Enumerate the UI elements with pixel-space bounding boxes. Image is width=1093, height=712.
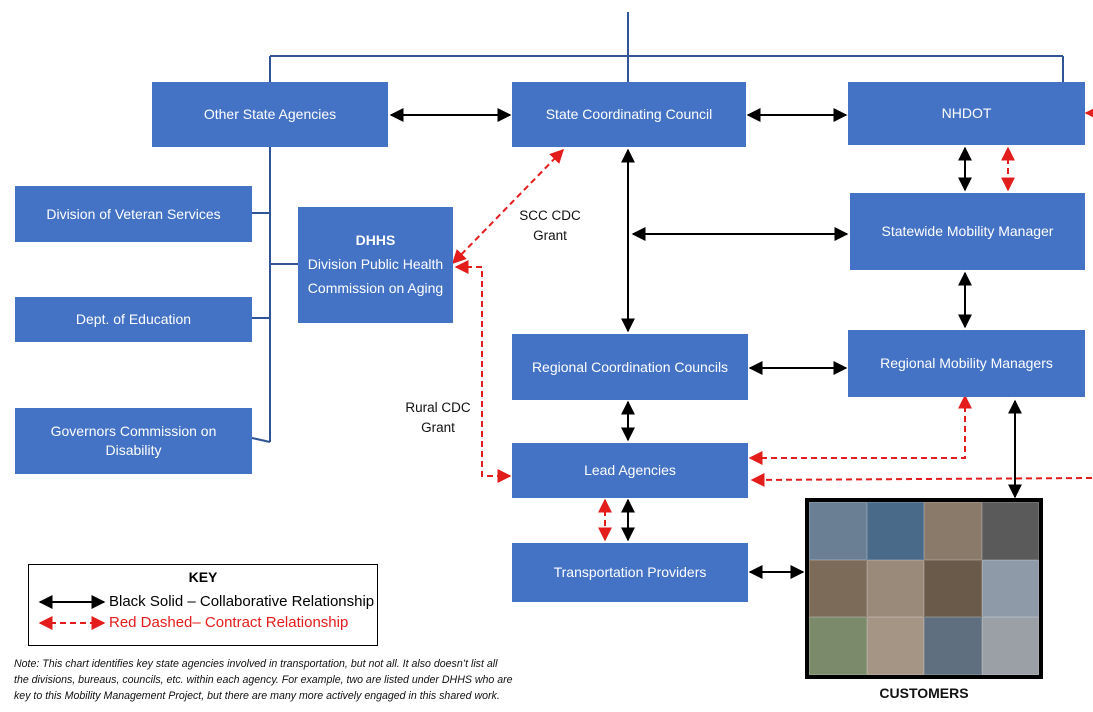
rural-cdc-label-line2: Grant (421, 419, 455, 435)
statewide-mobility-manager-label: Statewide Mobility Manager (881, 223, 1054, 240)
governors-commission-box: Governors Commission on Disability (15, 408, 252, 474)
rural-cdc-label-line1: Rural CDC (405, 400, 471, 415)
transportation-providers-label: Transportation Providers (553, 564, 707, 581)
dhhs-title: DHHS (355, 232, 396, 249)
scc-cdc-label-line1: SCC CDC (519, 208, 581, 223)
other-state-agencies-label: Other State Agencies (203, 106, 337, 123)
state-coordinating-council-label: State Coordinating Council (545, 106, 713, 123)
collaborative-arrows (389, 108, 1022, 579)
lead-agencies-label: Lead Agencies (584, 462, 676, 479)
nhdot-box: NHDOT (848, 82, 1085, 145)
lead-agencies-box: Lead Agencies (512, 443, 748, 498)
dhhs-box: DHHS Division Public Health Commission o… (298, 207, 453, 323)
governors-commission-label-line1: Governors Commission on (50, 423, 217, 440)
hierarchy-lines (251, 12, 1064, 443)
regional-coordination-councils-box: Regional Coordination Councils (512, 334, 748, 400)
dept-education-box: Dept. of Education (15, 297, 252, 342)
footnote-line3: key to this Mobility Management Project,… (14, 690, 500, 703)
footnote-line2: the divisions, bureaus, councils, etc. w… (14, 674, 513, 687)
division-veteran-services-box: Division of Veteran Services (15, 186, 252, 242)
customers-photo-collage (805, 498, 1043, 679)
footnote: Note: This chart identifies key state ag… (14, 656, 644, 704)
legend-red-dashed-label: Red Dashed– Contract Relationship (109, 614, 349, 631)
other-state-agencies-box: Other State Agencies (152, 82, 388, 147)
footnote-line1: Note: This chart identifies key state ag… (14, 658, 498, 670)
legend-title: KEY (188, 569, 218, 585)
legend-key: KEY Black Solid – Collaborative Relation… (28, 564, 378, 646)
regional-mobility-managers-box: Regional Mobility Managers (848, 330, 1085, 397)
dhhs-commission-on-aging: Commission on Aging (307, 279, 444, 296)
regional-coordination-councils-label: Regional Coordination Councils (531, 358, 729, 375)
scc-cdc-grant-label: SCC CDC Grant (500, 206, 600, 245)
nhdot-label: NHDOT (941, 105, 992, 122)
governors-commission-label-line2: Disability (105, 442, 162, 458)
dhhs-division-public-health: Division Public Health (307, 256, 444, 273)
regional-mobility-managers-label: Regional Mobility Managers (880, 355, 1053, 372)
transportation-providers-box: Transportation Providers (512, 543, 748, 602)
statewide-mobility-manager-box: Statewide Mobility Manager (850, 193, 1085, 270)
customers-label: CUSTOMERS (879, 685, 969, 701)
contract-arrows (452, 106, 1093, 542)
legend-black-solid-label: Black Solid – Collaborative Relationship (109, 593, 375, 610)
state-coordinating-council-box: State Coordinating Council (512, 82, 746, 147)
scc-cdc-label-line2: Grant (533, 227, 567, 243)
division-veteran-services-label: Division of Veteran Services (46, 205, 221, 222)
rural-cdc-grant-label: Rural CDC Grant (388, 398, 488, 437)
dept-education-label: Dept. of Education (75, 311, 192, 328)
